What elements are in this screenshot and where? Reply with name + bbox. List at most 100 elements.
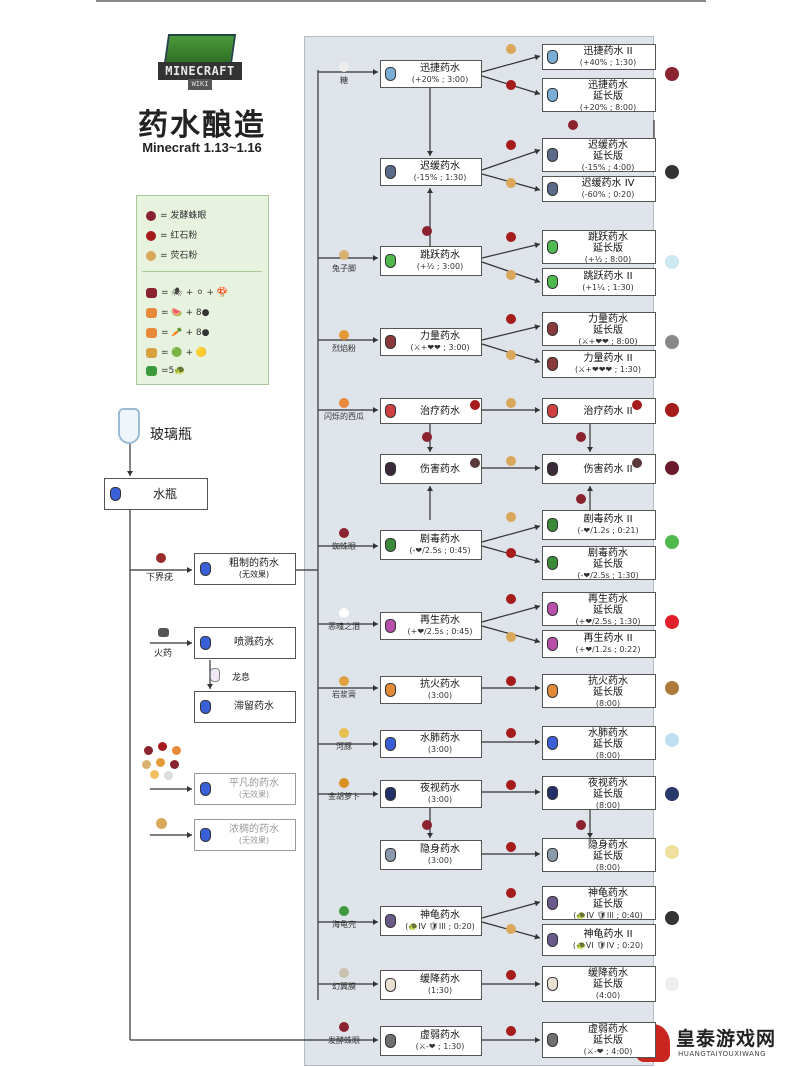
- ingredient-icon: [339, 778, 349, 788]
- potion-box-slow-ext: 迟缓药水延长版(-15% ; 4:00): [542, 138, 656, 172]
- thick-stat: (无效果): [238, 836, 270, 845]
- potion-bottle-icon: [547, 275, 558, 289]
- legend-recipe: = 🥕 + 8●: [146, 324, 209, 342]
- arrow-head: [373, 407, 378, 413]
- potion-box-regen-ext: 再生药水延长版(+❤/2.5s ; 1:30): [542, 592, 656, 626]
- arrow-head: [373, 791, 378, 797]
- recipe-result-icon: [146, 348, 157, 358]
- arrow-head: [534, 524, 540, 531]
- potion-name: 虚弱药水: [588, 1024, 628, 1035]
- potion-box-strength2: 力量药水 II(⚔+❤❤❤ ; 1:30): [542, 350, 656, 378]
- potion-box-night: 夜视药水(3:00): [380, 780, 482, 808]
- potion-stat: (-❤/2.5s ; 0:45): [409, 546, 471, 555]
- arrow-head: [373, 919, 378, 925]
- potion-extended-label: 延长版: [593, 605, 623, 616]
- arrow-head: [534, 277, 540, 284]
- arrow-head: [535, 1037, 540, 1043]
- potion-stat: (+20% ; 8:00): [579, 103, 637, 112]
- potion-bottle-icon: [385, 619, 396, 633]
- gunpowder-label: 火药: [154, 649, 173, 659]
- ingredient-icon: [339, 398, 349, 408]
- potion-box-invis: 隐身药水(3:00): [380, 840, 482, 870]
- potion-stat: (-15% ; 4:00): [581, 163, 635, 172]
- mundane-bottle-icon: [200, 782, 211, 796]
- potion-stat: (-60% ; 0:20): [581, 190, 635, 199]
- redstone-icon: [506, 232, 516, 242]
- potion-box-turtle2: 神龟药水 II(🐢VI 🛡IV ; 0:20): [542, 924, 656, 956]
- connector-line: [481, 605, 541, 623]
- gunpowder-icon: [158, 628, 169, 637]
- legend-panel: [136, 195, 269, 385]
- potion-name: 迅捷药水: [420, 63, 460, 74]
- logo-wiki: WIKI: [188, 79, 212, 90]
- minecraft-wiki-logo: MINECRAFT WIKI: [158, 34, 242, 92]
- harming-effect-icon: [662, 460, 682, 480]
- potion-stat: (+½ ; 3:00): [416, 262, 464, 271]
- potion-box-slowfall-ext: 缓降药水延长版(4:00): [542, 966, 656, 1002]
- potion-bottle-icon: [385, 848, 396, 862]
- potion-extended-label: 延长版: [593, 899, 623, 910]
- potion-box-turtle-ext: 神龟药水延长版(🐢IV 🛡III ; 0:40): [542, 886, 656, 920]
- watermark: 皇泰游戏网 HUANGTAIYOUXIWANG: [636, 1022, 796, 1066]
- ingredient-icon: [339, 676, 349, 686]
- arrow-head: [373, 69, 378, 75]
- potion-name: 缓降药水: [420, 974, 460, 985]
- redstone-icon: [506, 780, 516, 790]
- potion-name: 再生药水: [588, 594, 628, 605]
- mundane-stat: (无效果): [238, 790, 270, 799]
- ingredient-icon: [339, 250, 349, 260]
- ingredient-label: 金胡萝卜: [328, 792, 360, 801]
- potion-box-strength-ext: 力量药水延长版(⚔+❤❤ ; 8:00): [542, 312, 656, 346]
- connector-line: [481, 243, 541, 259]
- potion-bottle-icon: [547, 322, 558, 336]
- ingredient-icon: [339, 968, 349, 978]
- potion-name: 迅捷药水: [588, 80, 628, 91]
- potion-bottle-icon: [547, 602, 558, 616]
- potion-bottle-icon: [547, 556, 558, 570]
- thick-bottle-icon: [200, 828, 211, 842]
- potion-stat: (🐢IV 🛡III ; 0:40): [573, 911, 643, 920]
- legend-recipe: = 🍉 + 8●: [146, 304, 209, 322]
- connector-line: [481, 325, 541, 341]
- potion-bottle-icon: [547, 848, 558, 862]
- dragon-breath-icon: [210, 668, 220, 682]
- ingredient-label: 发酵蛛眼: [328, 1036, 360, 1045]
- legend-divider: [142, 271, 262, 272]
- potion-bottle-icon: [547, 404, 558, 418]
- lingering-bottle-icon: [200, 700, 211, 714]
- potion-bottle-icon: [200, 562, 211, 576]
- jump-boost-effect-icon: [662, 254, 682, 274]
- page-title: 药水酿造: [138, 108, 266, 143]
- ingredient-icon: [339, 62, 349, 72]
- potion-bottle-icon: [385, 914, 396, 928]
- potion-stat: (-❤/1.2s ; 0:21): [577, 526, 639, 535]
- ingredient-label: 河豚: [336, 742, 352, 751]
- night-vision-effect-icon: [662, 786, 682, 806]
- dragon-breath-label: 龙息: [232, 673, 251, 683]
- ingredient-icon: [339, 330, 349, 340]
- potion-bottle-icon: [385, 787, 396, 801]
- potion-box-harm: 伤害药水: [380, 454, 482, 484]
- potion-name: 神龟药水: [420, 910, 460, 921]
- ingredient-label: 烈焰粉: [332, 344, 356, 353]
- arrow-head: [207, 684, 213, 689]
- legend-item: = 荧石粉: [146, 247, 197, 265]
- arrow-head: [587, 486, 593, 491]
- potion-stat: (⚔+❤❤❤ ; 1:30): [575, 365, 641, 374]
- potion-bottle-icon: [385, 978, 396, 992]
- potion-box-leap-ext: 跳跃药水延长版(+½ ; 8:00): [542, 230, 656, 264]
- ingredient-icon: [339, 728, 349, 738]
- potion-bottle-icon: [385, 254, 396, 268]
- potion-box-weak: 虚弱药水(⚔-❤ ; 1:30): [380, 1026, 482, 1056]
- swiftness-effect-icon: [662, 66, 682, 86]
- redstone-icon: [506, 888, 516, 898]
- potion-stat: (+1¼ ; 1:30): [582, 283, 634, 292]
- top-divider: [96, 0, 706, 2]
- potion-box-swift: 迅捷药水(+20% ; 3:00): [380, 60, 482, 88]
- potion-box-swift2: 迅捷药水 II(+40% ; 1:30): [542, 44, 656, 70]
- awkward-potion-box: 粗制的药水 (无效果): [194, 553, 296, 585]
- potion-bottle-icon: [547, 148, 558, 162]
- water-bottle-label: 水瓶: [152, 487, 177, 501]
